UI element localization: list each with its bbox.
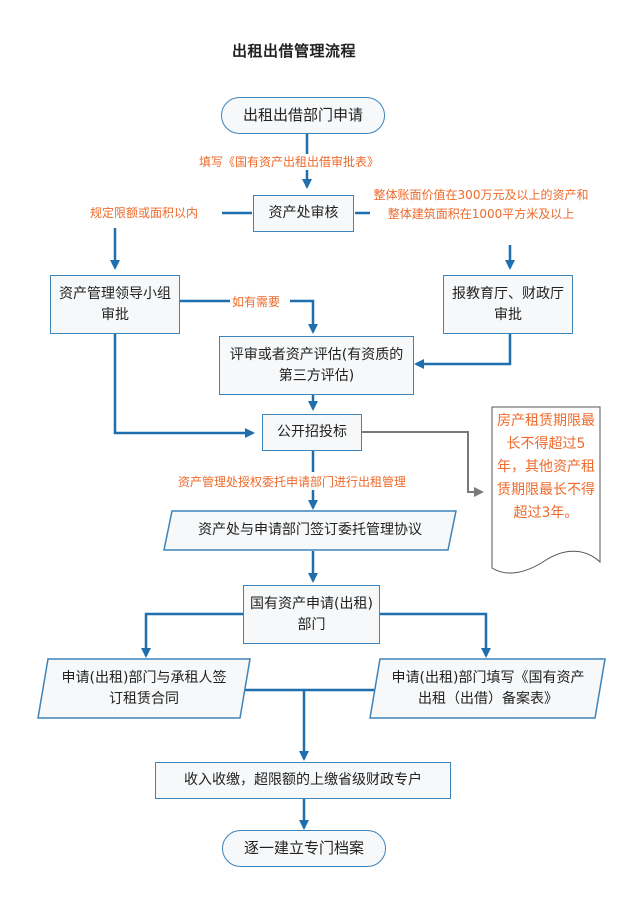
connector-edu-to-eval	[414, 334, 512, 369]
node-lease-contract[interactable]: 申请(出租)部门与承租人签订租赁合同	[61, 669, 227, 707]
note-above-limit-text: 整体账面价值在300万元及以上的资产和整体建筑面积在1000平方米及以上	[373, 188, 589, 221]
node-public-bid[interactable]: 公开招投标	[262, 414, 362, 451]
lease-contract-shape	[37, 658, 251, 719]
page-title: 出租出借管理流程	[232, 42, 357, 60]
node-evaluation[interactable]: 评审或者资产评估(有资质的第三方评估)	[219, 336, 414, 395]
note-if-needed: 如有需要	[232, 294, 281, 310]
node-start[interactable]: 出租出借部门申请	[221, 97, 385, 134]
node-asset-review[interactable]: 资产处审核	[253, 195, 354, 232]
node-state-dept[interactable]: 国有资产申请(出租)部门	[243, 585, 380, 644]
connector-state-to-contract	[141, 612, 245, 658]
lease-term-doc-shape	[491, 406, 601, 574]
note-fill-form: 填写《国有资产出租出借审批表》	[199, 154, 380, 170]
connector-state-to-record	[380, 612, 491, 658]
note-above-limit: 整体账面价值在300万元及以上的资产和整体建筑面积在1000平方米及以上	[370, 186, 592, 224]
fill-record-shape	[369, 658, 606, 719]
connector-leader-to-eval-right	[290, 299, 318, 334]
connector-bid-to-lease-note	[362, 431, 484, 497]
note-lease-term: 房产租赁期限最长不得超过5年，其他资产租赁期限最长不得超过3年。	[497, 413, 595, 521]
note-authorize: 资产管理处授权委托申请部门进行出租管理	[178, 474, 407, 490]
note-within-limit: 规定限额或面积以内	[90, 205, 199, 221]
sign-agreement-shape	[163, 510, 457, 551]
node-sign-agreement[interactable]: 资产处与申请部门签订委托管理协议	[198, 522, 422, 538]
node-leader-group[interactable]: 资产管理领导小组审批	[50, 275, 180, 334]
node-income[interactable]: 收入收缴，超限额的上缴省级财政专户	[155, 762, 451, 799]
connector-leader-to-bid	[113, 334, 255, 438]
node-archive[interactable]: 逐一建立专门档案	[222, 830, 386, 867]
node-edu-finance[interactable]: 报教育厅、财政厅审批	[443, 275, 573, 334]
node-fill-record[interactable]: 申请(出租)部门填写《国有资产出租（出借）备案表》	[391, 669, 585, 707]
